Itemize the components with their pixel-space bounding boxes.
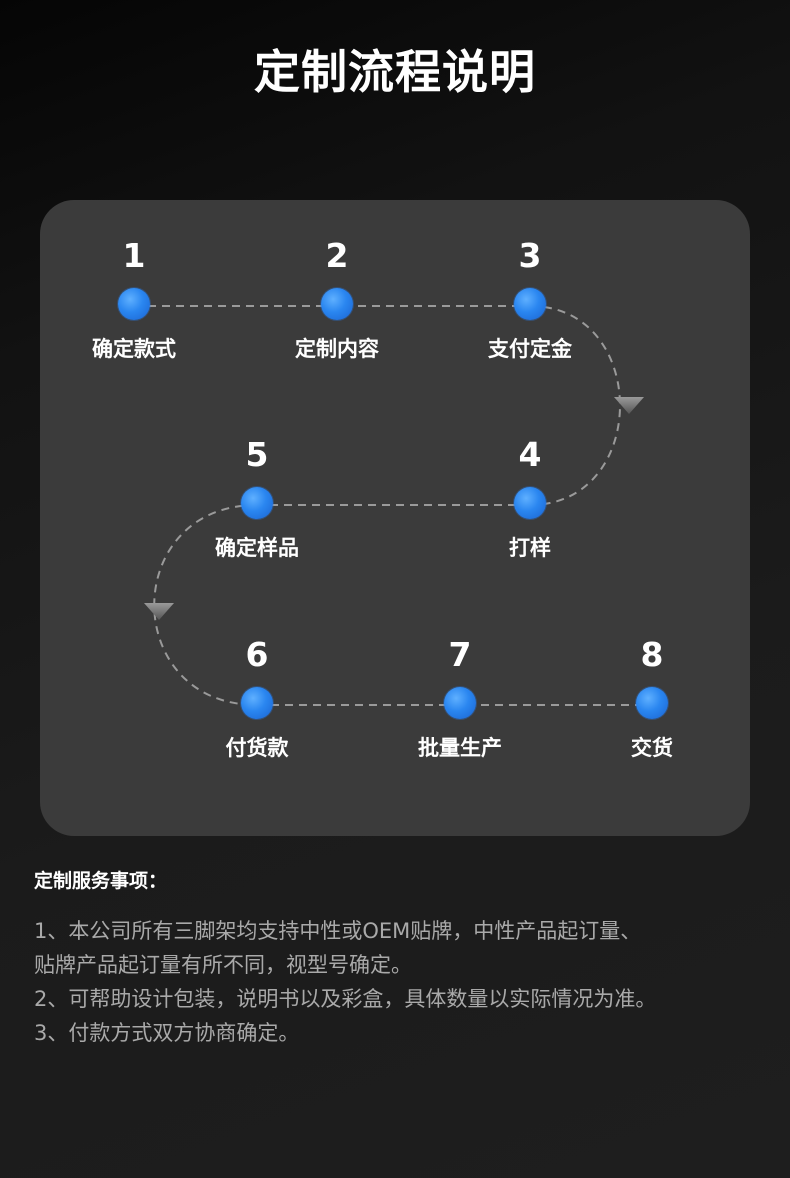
step-number: 6 — [245, 635, 269, 674]
arrow-down-icon — [144, 603, 174, 620]
step-label: 确定样品 — [215, 536, 299, 560]
step-label: 交货 — [631, 736, 673, 760]
step-dot-icon — [321, 288, 353, 320]
step-dot-icon — [118, 288, 150, 320]
step-label: 定制内容 — [295, 337, 379, 361]
step-label: 打样 — [509, 536, 551, 560]
note-line: 2、可帮助设计包装，说明书以及彩盒，具体数量以实际情况为准。 — [34, 987, 657, 1011]
path-turn-right — [529, 305, 621, 506]
step-number: 1 — [122, 236, 146, 275]
step-dot-icon — [444, 687, 476, 719]
step-dot-icon — [636, 687, 668, 719]
note-line: 1、本公司所有三脚架均支持中性或OEM贴牌，中性产品起订量、 — [34, 919, 642, 943]
note-line: 3、付款方式双方协商确定。 — [34, 1021, 300, 1045]
step-label: 付货款 — [225, 736, 289, 760]
process-card: 1 确定款式 2 定制内容 3 支付定金 4 打样 5 确定样品 6 付货款 7… — [40, 200, 750, 836]
step-number: 4 — [518, 435, 542, 474]
note-line: 贴牌产品起订量有所不同，视型号确定。 — [34, 953, 412, 977]
step-number: 3 — [518, 236, 542, 275]
step-dot-icon — [241, 487, 273, 519]
arrow-down-icon — [614, 397, 644, 414]
page-title: 定制流程说明 — [254, 45, 536, 99]
step-label: 确定款式 — [92, 337, 176, 361]
notes-heading: 定制服务事项： — [34, 870, 168, 892]
step-dot-icon — [241, 687, 273, 719]
step-label: 批量生产 — [418, 736, 502, 760]
step-number: 8 — [640, 635, 664, 674]
service-notes: 定制服务事项： 1、本公司所有三脚架均支持中性或OEM贴牌，中性产品起订量、 贴… — [34, 866, 764, 1050]
step-number: 2 — [325, 236, 349, 275]
step-number: 5 — [245, 435, 269, 474]
step-number: 7 — [448, 635, 472, 674]
step-dot-icon — [514, 288, 546, 320]
step-label: 支付定金 — [488, 337, 572, 361]
step-dot-icon — [514, 487, 546, 519]
